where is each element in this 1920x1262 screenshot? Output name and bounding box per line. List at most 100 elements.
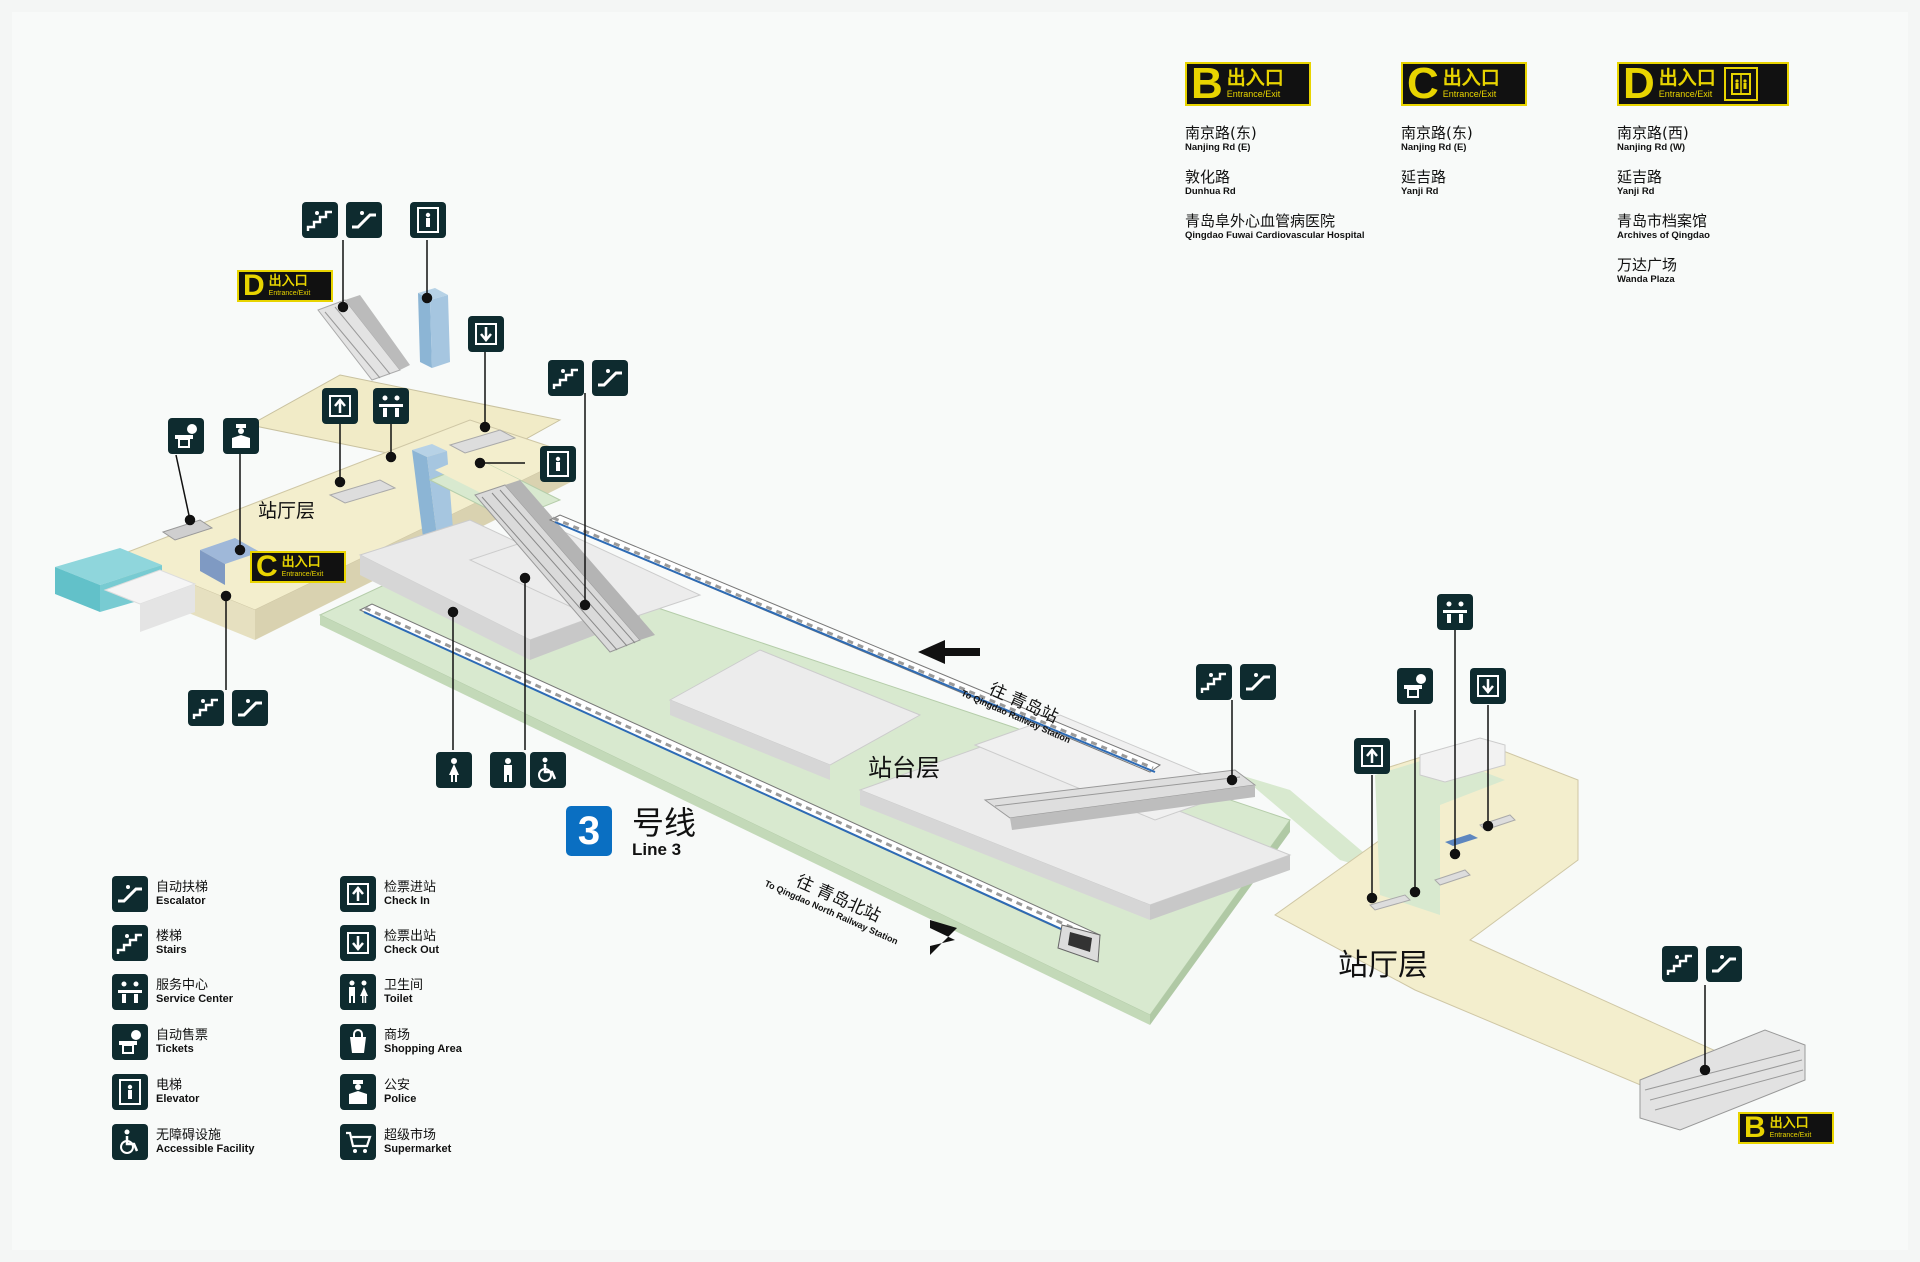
exit-letter: C [256,550,278,583]
escalator-icon [112,876,148,912]
accessible-icon [530,752,566,788]
direction-arrow-qingdao [918,640,980,664]
destination-en: Nanjing Rd (E) [1185,142,1251,153]
legend-label-en: Toilet [384,993,413,1005]
east-concourse [1274,737,1782,1111]
check-out-icon [340,925,376,961]
accessible-icon [112,1124,148,1160]
exit-b-escalator [1639,1029,1806,1131]
legend-label-en: Elevator [156,1093,200,1105]
stairs-icon [1662,946,1698,982]
destination-zh: 青岛阜外心血管病医院 [1185,212,1336,230]
ticket-machine-icon [112,1024,148,1060]
exit-b-map-badge: B 出入口 Entrance/Exit [1738,1112,1834,1144]
check-in-icon [322,388,358,424]
elevator-icon [1723,67,1758,101]
exit-label-en: Entrance/Exit [1226,89,1281,99]
police-icon [340,1074,376,1110]
floor-label-concourse-west: 站厅层 [258,500,316,522]
train-lower [358,603,1102,963]
legend-label-en: Check Out [384,944,440,956]
escalator-icon [1240,664,1276,700]
platform-escalator-east [983,769,1257,830]
exit-letter: D [243,269,265,302]
destination-zh: 青岛市档案馆 [1617,212,1708,230]
legend-label-en: Tickets [156,1043,194,1055]
legend-label-zh: 无障碍设施 [156,1128,222,1143]
legend-label-zh: 商场 [384,1028,411,1043]
destination-en: Qingdao Fuwai Cardiovascular Hospital [1185,230,1365,241]
floor-label-platform: 站台层 [868,754,940,782]
exit-letter: C [1407,59,1439,108]
legend-label-zh: 自动售票 [156,1028,209,1043]
exit-letter: B [1744,1111,1766,1144]
stairs-icon [112,925,148,961]
line-name-en: Line 3 [632,840,682,859]
check-in-icon [340,876,376,912]
shopping-icon [340,1024,376,1060]
exit-label-zh: 出入口 [268,274,308,289]
exit-label-en: Entrance/Exit [1442,89,1497,99]
service-center-icon [112,974,148,1010]
leader-lines [175,240,1711,1076]
exit-c-map-badge: C 出入口 Entrance/Exit [250,551,346,583]
legend-label-zh: 楼梯 [156,929,183,944]
exit-d-map-badge: D 出入口 Entrance/Exit [237,270,333,302]
legend-label-zh: 检票出站 [384,929,437,944]
central-escalator [474,480,655,653]
stairs-icon [302,202,338,238]
ticket-machine-icon [168,418,204,454]
floor-label-concourse-east: 站厅层 [1338,948,1428,983]
destination-en: Nanjing Rd (W) [1617,142,1686,153]
legend-label-en: Service Center [156,993,234,1005]
destination-en: Yanji Rd [1617,186,1655,197]
legend-label-en: Accessible Facility [156,1143,255,1155]
elevator-icon [540,446,576,482]
exit-label-en: Entrance/Exit [268,290,311,297]
destination-en: Archives of Qingdao [1617,230,1710,241]
exit-label-zh: 出入口 [1442,67,1500,89]
platform-floor [318,544,1390,1025]
destination-zh: 延吉路 [1617,168,1663,186]
exit-label-zh: 出入口 [1658,67,1716,89]
legend-label-en: Stairs [156,944,187,956]
destination-en: Nanjing Rd (E) [1401,142,1467,153]
legend-label-zh: 电梯 [156,1078,183,1093]
destination-zh: 敦化路 [1185,168,1231,186]
destination-zh: 南京路(东) [1401,124,1473,142]
exit-d-escalator [317,295,410,381]
exit-d-panel-badge: D 出入口 Entrance/Exit [1617,62,1789,106]
destination-zh: 南京路(西) [1617,124,1689,142]
exit-label-zh: 出入口 [281,555,321,570]
legend-label-zh: 卫生间 [384,978,424,993]
legend-label-zh: 检票进站 [384,880,437,895]
elevator-icon [112,1074,148,1110]
service-center-icon [1437,594,1473,630]
legend-label-en: Supermarket [384,1143,452,1155]
check-out-icon [1470,668,1506,704]
legend-label-zh: 自动扶梯 [156,880,209,895]
elevator-icon [410,202,446,238]
supermarket-icon [340,1124,376,1160]
exit-d-elevator-shaft [418,288,450,368]
legend-label-zh: 公安 [384,1078,411,1093]
line-3-badge: 3 [566,806,612,856]
train-upper [548,514,1162,773]
exit-c-destinations: 南京路(东) Nanjing Rd (E) 延吉路 Yanji Rd [1401,124,1581,212]
exit-letter: D [1623,59,1655,108]
exit-b-destinations: 南京路(东) Nanjing Rd (E) 敦化路 Dunhua Rd 青岛阜外… [1185,124,1385,256]
toilet-icon [340,974,376,1010]
escalator-icon [1706,946,1742,982]
check-out-icon [468,316,504,352]
stairs-icon [548,360,584,396]
police-icon [223,418,259,454]
